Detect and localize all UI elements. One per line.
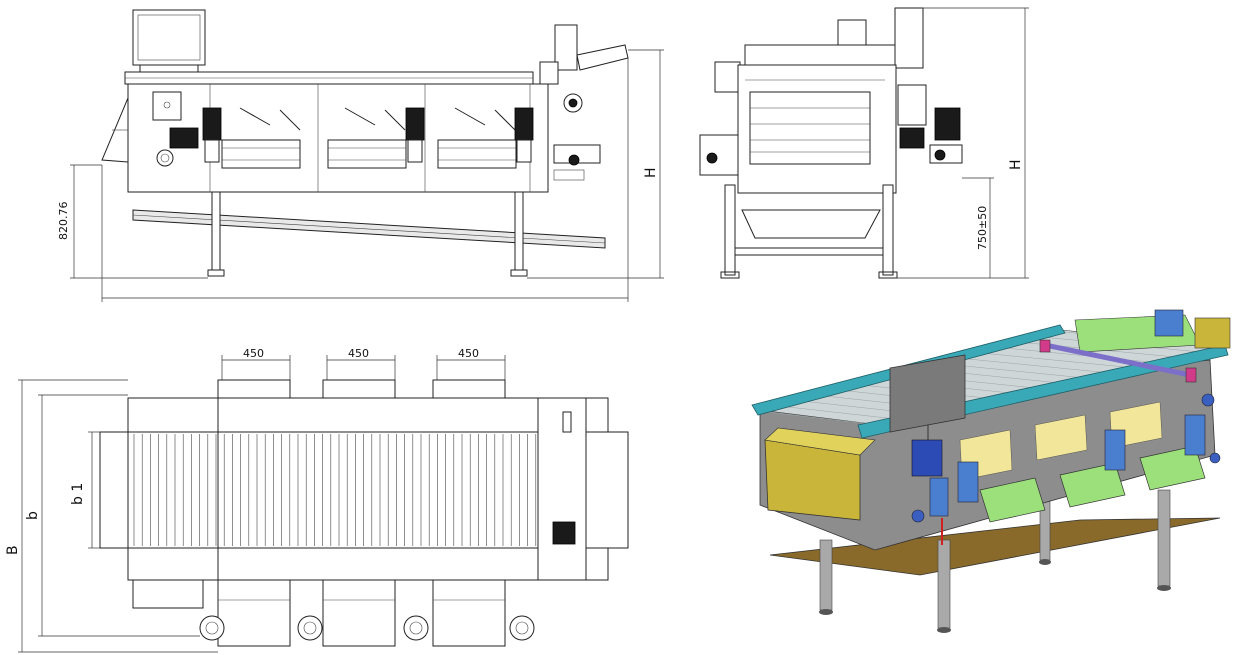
front-motor-3 — [514, 107, 534, 163]
iso-drive-box — [911, 439, 943, 477]
base-tray — [769, 517, 1221, 576]
dim-450-3-label: 450 — [458, 347, 479, 360]
conveyor-belt-slats — [133, 434, 537, 546]
iso-motor-1 — [929, 477, 949, 517]
dim-450-2-label: 450 — [348, 347, 369, 360]
front-module-3 — [437, 107, 517, 169]
iso-control-cabinet — [889, 354, 966, 433]
dim-h-side-label: H — [1008, 159, 1024, 170]
iso-guard-3 — [1139, 445, 1206, 491]
dim-module-2 — [326, 355, 396, 380]
isometric-view — [751, 309, 1231, 633]
dim-module-3 — [436, 355, 506, 380]
dim-b-total-label: B — [5, 545, 21, 555]
dim-b1-label: b 1 — [70, 483, 86, 505]
iso-belt-slat — [1004, 347, 1157, 363]
iso-belt-slat — [964, 358, 1111, 374]
front-module-1 — [221, 107, 301, 169]
front-view: 820.76 H — [57, 9, 664, 302]
dim-module-1 — [221, 355, 291, 380]
iso-motor-2 — [957, 461, 979, 503]
iso-belt-slat — [764, 411, 881, 426]
dim-450-1-label: 450 — [243, 347, 264, 360]
dim-820-76-label: 820.76 — [57, 202, 70, 241]
front-motor-2 — [405, 107, 425, 163]
iso-guard-1 — [979, 477, 1046, 523]
dim-b-label: b — [25, 511, 41, 520]
iso-guard-2 — [1059, 462, 1126, 508]
iso-belt-slat — [784, 406, 904, 421]
iso-motor-3 — [1104, 429, 1126, 471]
purple-rail — [1044, 342, 1191, 378]
dim-h-front-label: H — [643, 167, 659, 178]
iso-motor-4 — [1184, 414, 1206, 456]
iso-belt-slat — [984, 353, 1134, 369]
front-module-2 — [327, 107, 407, 169]
front-motor-1 — [202, 107, 222, 163]
dim-750-label: 750±50 — [976, 206, 989, 250]
top-view: 450 450 450 — [5, 347, 629, 653]
iso-belt-slat — [944, 363, 1088, 379]
side-view: 750±50 H — [699, 7, 1029, 279]
iso-top-motor — [1154, 309, 1184, 337]
